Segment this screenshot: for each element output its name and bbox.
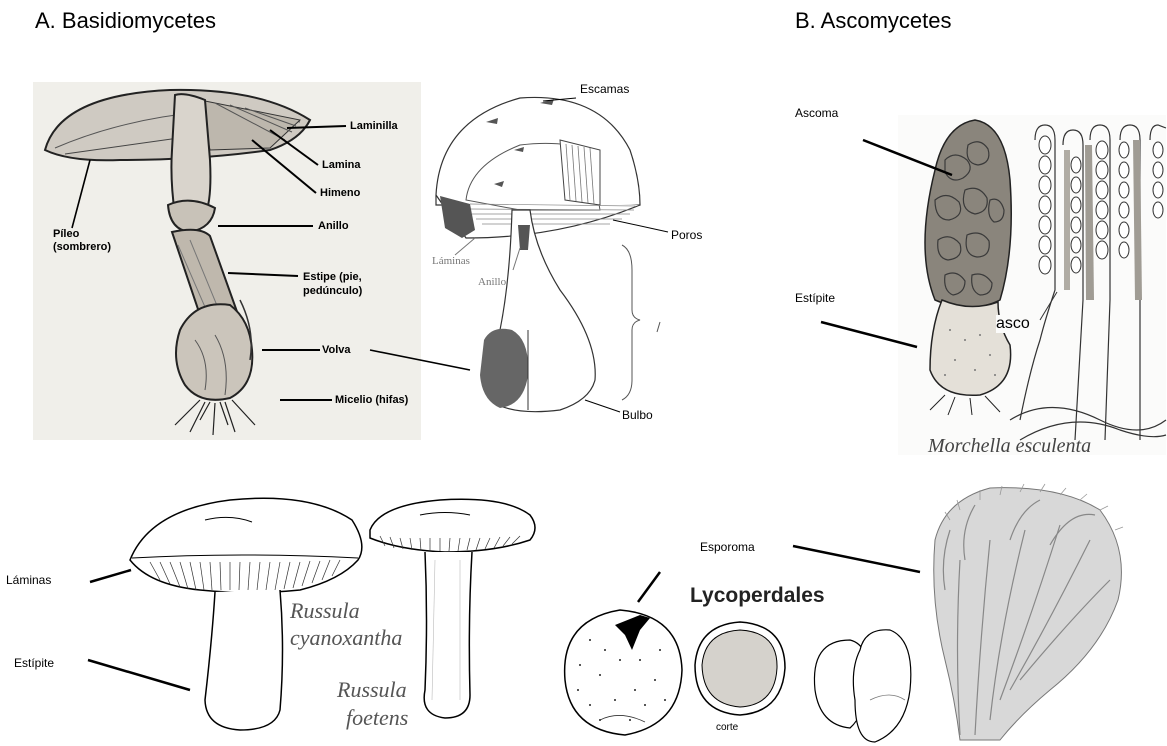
label-russula-foetens-genus: Russula — [337, 677, 407, 703]
label-micelio: Micelio (hifas) — [335, 394, 408, 406]
label-estipite-morchella: Estípite — [795, 291, 835, 305]
lycoperdales-illustration — [565, 546, 920, 742]
label-russula-cyanoxantha-species: cyanoxantha — [290, 625, 402, 651]
label-escamas: Escamas — [580, 82, 629, 96]
label-laminas-boletus: Láminas — [432, 255, 470, 267]
label-estipe-peduncle: pedúnculo) — [303, 285, 362, 297]
label-esporoma: Esporoma — [700, 540, 755, 554]
label-laminilla: Laminilla — [350, 120, 398, 132]
label-lycoperdales: Lycoperdales — [690, 584, 825, 608]
label-volva: Volva — [322, 344, 351, 356]
label-russula-cyanoxantha-genus: Russula — [290, 598, 360, 624]
label-morchella-species: Morchella esculenta — [928, 435, 1091, 458]
label-asco: asco — [996, 315, 1030, 333]
label-ascoma: Ascoma — [795, 106, 838, 120]
label-estipite-russula: Estípite — [14, 656, 54, 670]
label-anillo-boletus: Anillo — [478, 276, 506, 288]
label-himeno: Himeno — [320, 187, 360, 199]
label-estipe: Estipe (pie, — [303, 271, 362, 283]
label-pileo: Píleo — [53, 228, 79, 240]
label-corte: corte — [716, 722, 738, 733]
label-pileo-sombrero: (sombrero) — [53, 241, 111, 253]
label-lamina: Lamina — [322, 159, 361, 171]
label-russula-foetens-species: foetens — [346, 705, 408, 731]
label-bulbo: Bulbo — [622, 408, 653, 422]
label-poros: Poros — [671, 228, 702, 242]
morchella-illustration — [821, 115, 1166, 455]
coral-fungus-illustration — [934, 484, 1123, 740]
label-anillo: Anillo — [318, 220, 349, 232]
amanita-illustration — [33, 82, 421, 440]
label-laminas-russula: Láminas — [6, 573, 51, 587]
